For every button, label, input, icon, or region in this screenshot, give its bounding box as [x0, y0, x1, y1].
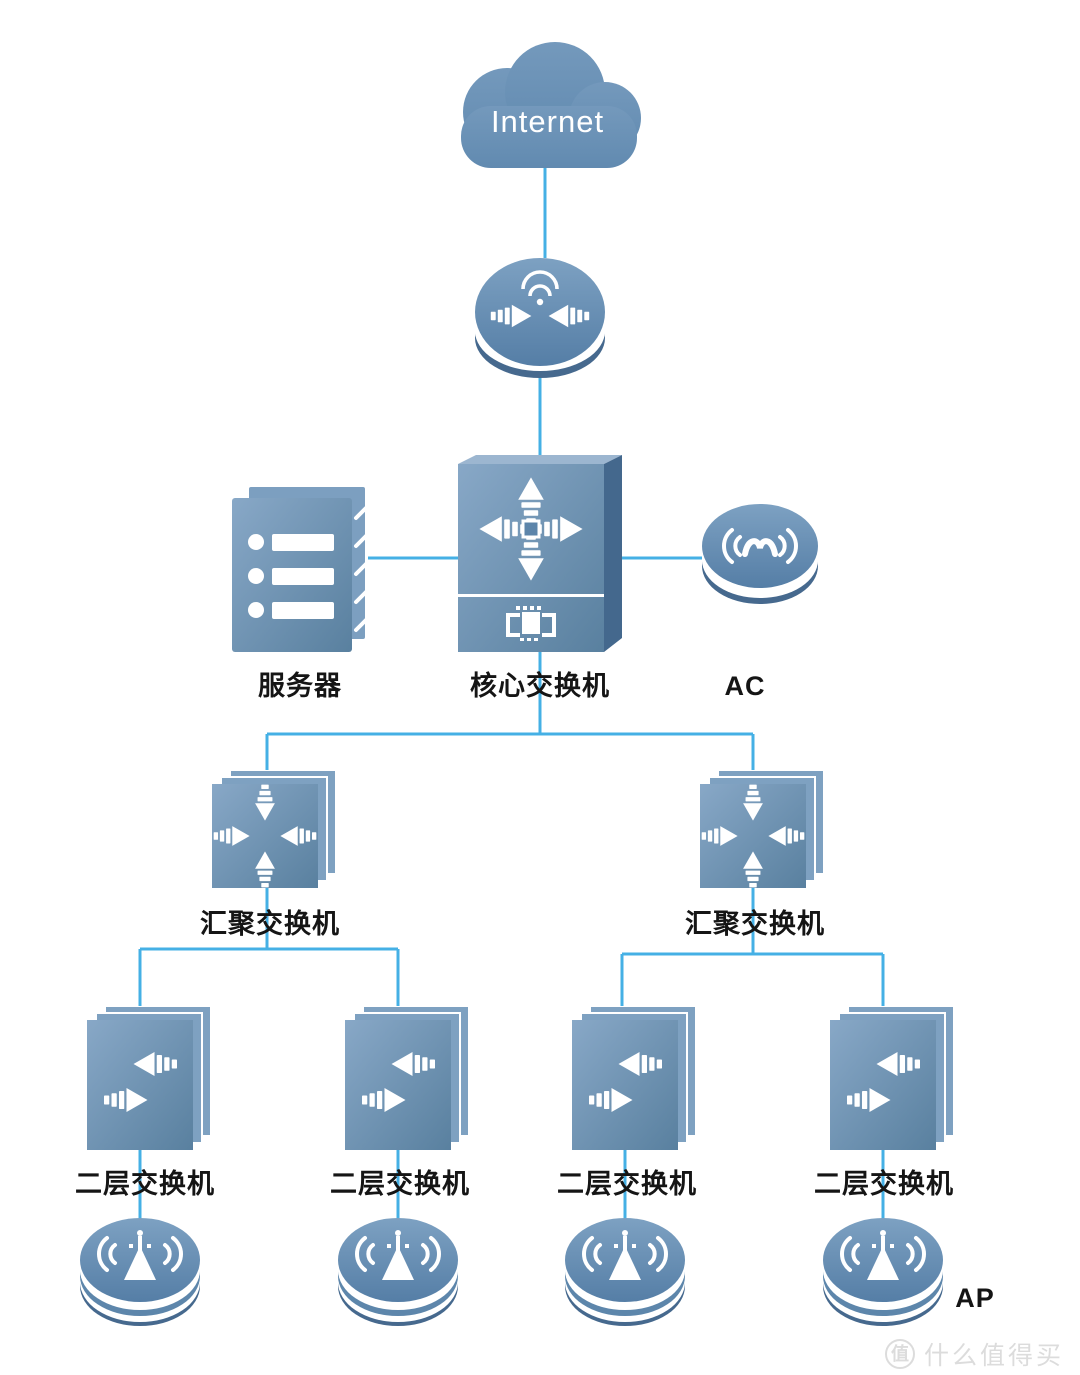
- ap-label: AP: [955, 1283, 995, 1313]
- aggregation-switch-2-label: 汇聚交换机: [685, 909, 825, 939]
- core-switch-icon: [458, 455, 622, 652]
- aggregation-switch-1-label: 汇聚交换机: [200, 909, 340, 939]
- link-core-aggregation: [265, 650, 755, 776]
- ap-4-node: [820, 1214, 946, 1332]
- ac-label: AC: [724, 671, 766, 701]
- access-point-icon: [823, 1218, 943, 1326]
- l2-switch-1-node: [87, 1005, 219, 1156]
- watermark-badge-icon: 值: [884, 1339, 915, 1369]
- access-point-icon: [80, 1218, 200, 1326]
- l2-switch-icon: [87, 1005, 212, 1150]
- link-agg1-l2: [138, 886, 400, 1012]
- l2-switch-4-node: [830, 1005, 962, 1156]
- server-label: 服务器: [258, 671, 342, 701]
- wireless-router-icon: [475, 258, 605, 378]
- l2-switch-icon: [572, 1005, 697, 1150]
- aggregation-switch-icon: [212, 769, 337, 888]
- l2-switch-3-node: [572, 1005, 704, 1156]
- l2-switch-2-node: [345, 1005, 477, 1156]
- ac-controller-node: [698, 500, 822, 612]
- link-agg2-l2: [620, 886, 885, 1012]
- ap-1-node: [77, 1214, 203, 1332]
- access-point-icon: [338, 1218, 458, 1326]
- l2-switch-4-label: 二层交换机: [814, 1169, 954, 1199]
- ac-controller-icon: [702, 504, 818, 604]
- ap-2-node: [335, 1214, 461, 1332]
- server-node: [232, 485, 377, 656]
- l2-switch-2-label: 二层交换机: [330, 1169, 470, 1199]
- aggregation-switch-1-node: [212, 769, 344, 894]
- cloud-icon: [461, 42, 641, 168]
- core-switch-label: 核心交换机: [470, 671, 610, 701]
- l2-switch-icon: [830, 1005, 955, 1150]
- server-icon: [232, 485, 368, 652]
- aggregation-switch-2-node: [700, 769, 832, 894]
- internet-label: Internet: [490, 104, 605, 139]
- l2-switch-icon: [345, 1005, 470, 1150]
- watermark: 值 什么值得买: [884, 1336, 1064, 1372]
- internet-cloud-node: [445, 36, 650, 172]
- wireless-router-node: [472, 252, 608, 384]
- aggregation-switch-icon: [700, 769, 825, 888]
- ap-3-node: [562, 1214, 688, 1332]
- l2-switch-1-label: 二层交换机: [75, 1169, 215, 1199]
- watermark-text: 什么值得买: [923, 1342, 1064, 1370]
- module-glyph: [506, 606, 556, 641]
- access-point-icon: [565, 1218, 685, 1326]
- core-switch-node: [456, 452, 626, 654]
- l2-switch-3-label: 二层交换机: [557, 1169, 697, 1199]
